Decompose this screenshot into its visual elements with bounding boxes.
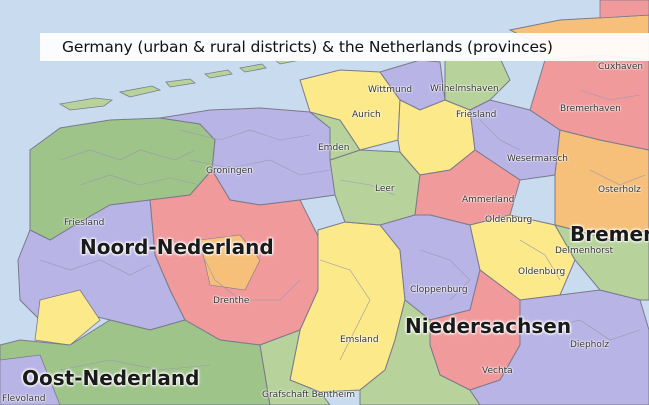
region-south-green — [359, 299, 481, 405]
label-ammerland: Ammerland — [462, 195, 515, 205]
region-sw-blue — [0, 354, 61, 405]
label-cloppenburg: Cloppenburg — [410, 285, 468, 295]
label-niedersachsen: Niedersachsen — [405, 314, 572, 338]
label-delmenhorst: Delmenhorst — [555, 246, 614, 256]
label-oldenburg-city: Oldenburg — [485, 215, 533, 225]
region-flevoland-patch — [34, 289, 101, 346]
label-emsland: Emsland — [340, 335, 379, 345]
label-bremen: Bremen — [570, 222, 649, 246]
label-drenthe: Drenthe — [213, 296, 250, 306]
label-grafschaft-bentheim: Grafschaft Bentheim — [262, 390, 356, 400]
region-groningen — [159, 107, 341, 206]
map-title: Germany (urban & rural districts) & the … — [62, 38, 553, 56]
label-wilhelmshaven: Wilhelmshaven — [430, 84, 499, 94]
label-aurich: Aurich — [352, 110, 381, 120]
region-top-pink — [599, 0, 649, 19]
district-lines — [39, 89, 646, 371]
label-groningen: Groningen — [206, 166, 253, 176]
region-diepholz — [469, 289, 649, 405]
region-grafschaft-bentheim — [259, 329, 331, 405]
drenthe-patch — [199, 234, 261, 291]
label-vechta: Vechta — [482, 366, 513, 376]
label-emden: Emden — [318, 143, 350, 153]
label-leer: Leer — [375, 184, 395, 194]
label-cuxhaven: Cuxhaven — [598, 62, 644, 72]
label-diepholz: Diepholz — [570, 340, 610, 350]
label-oost-nederland: Oost-Nederland — [22, 366, 200, 390]
label-wesermarsch: Wesermarsch — [507, 154, 569, 164]
region-verden — [553, 224, 649, 301]
label-osterholz: Osterholz — [598, 185, 641, 195]
label-noord-nederland: Noord-Nederland — [80, 235, 274, 259]
label-wittmund: Wittmund — [368, 85, 413, 95]
region-oost-nl-south — [0, 319, 271, 405]
label-friesland-de: Friesland — [456, 110, 497, 120]
label-friesland-nl: Friesland — [64, 218, 105, 228]
title-banner — [40, 33, 649, 61]
label-bremerhaven: Bremerhaven — [560, 104, 621, 114]
label-flevoland: Flevoland — [2, 394, 46, 404]
label-oldenburg-district: Oldenburg — [518, 267, 566, 277]
